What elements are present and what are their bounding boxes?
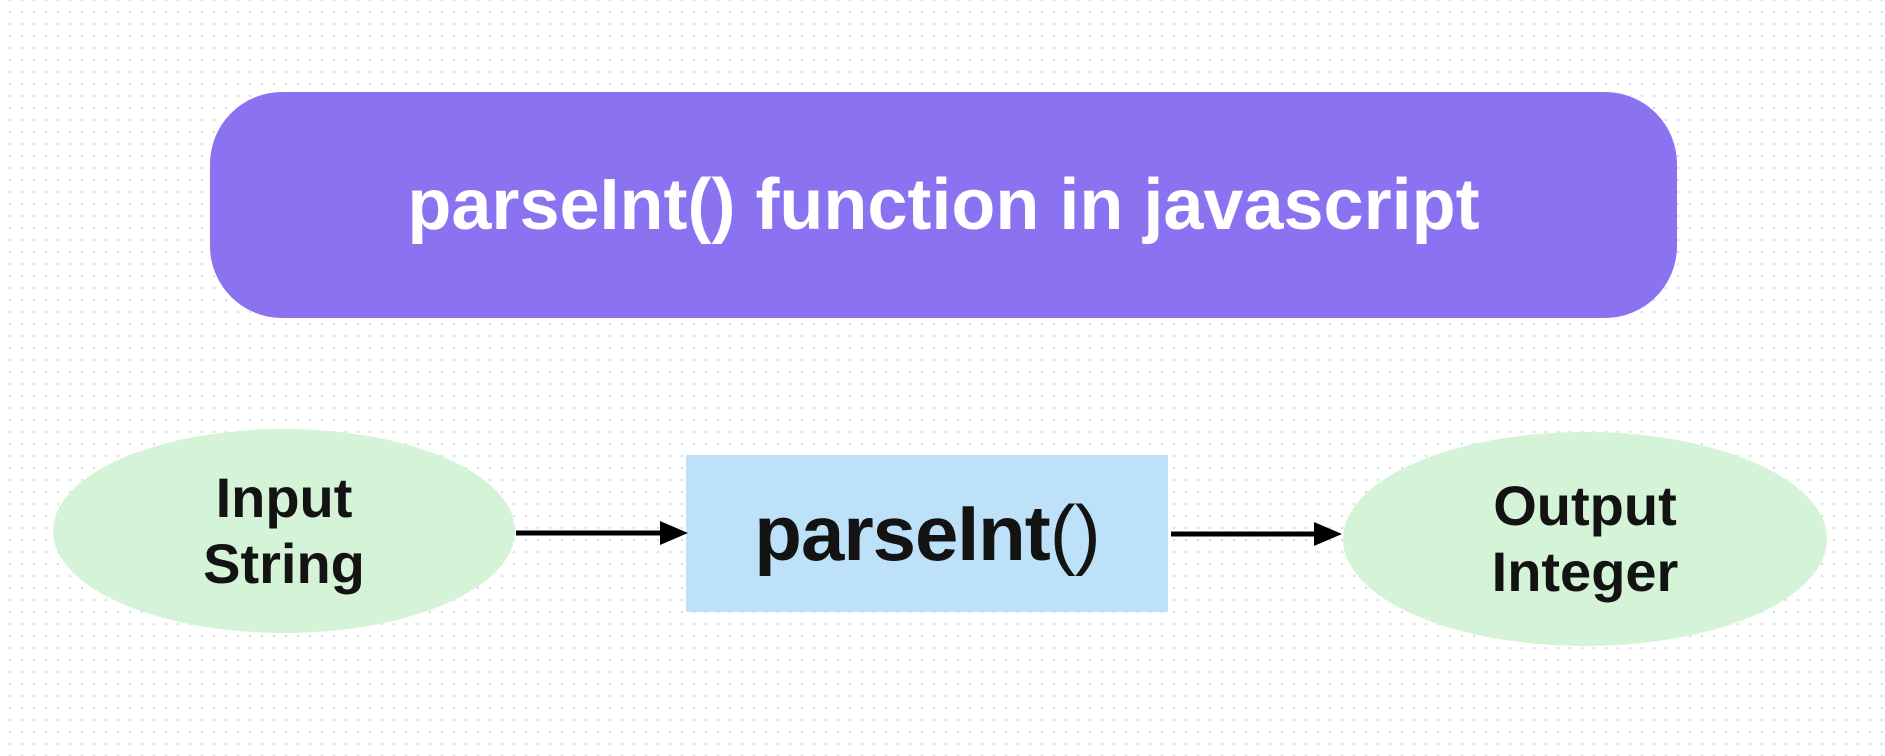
output-node-label-line2: Integer — [1491, 540, 1679, 603]
input-node-label-line1: Input — [215, 465, 353, 529]
input-string-node: Input String — [53, 429, 515, 633]
arrow-input-to-process-icon — [516, 521, 688, 545]
process-node-parens: () — [1049, 489, 1101, 577]
input-node-label-line2: String — [203, 532, 365, 595]
process-node-name: parseInt — [754, 489, 1050, 577]
output-node-label-line1: Output — [1493, 473, 1677, 537]
diagram-title: parseInt() function in javascript — [407, 165, 1480, 245]
title-banner: parseInt() function in javascript — [210, 92, 1677, 318]
parseint-function-node: parseInt() — [686, 455, 1168, 612]
output-integer-node: Output Integer — [1343, 432, 1827, 646]
arrow-process-to-output-icon — [1171, 522, 1342, 546]
